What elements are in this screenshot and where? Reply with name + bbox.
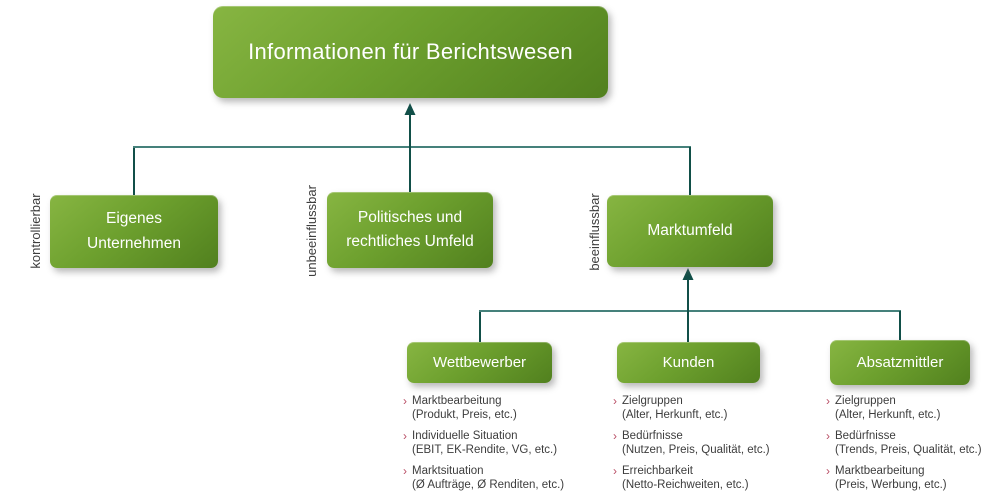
chevron-bullet-icon: › — [613, 464, 617, 478]
list-item-detail: (EBIT, EK-Rendite, VG, etc.) — [412, 444, 558, 456]
node-eigenes-unternehmen: Eigenes Unternehmen — [50, 195, 218, 268]
list-item-detail: (Alter, Herkunft, etc.) — [622, 409, 728, 421]
arrow-up-top-icon — [404, 103, 416, 115]
list-item-title: Marktsituation — [412, 465, 484, 477]
list-item-title: Zielgruppen — [835, 395, 896, 407]
side-label-kontrollierbar: kontrollierbar — [27, 193, 43, 269]
chevron-bullet-icon: › — [826, 464, 830, 478]
chevron-bullet-icon: › — [613, 394, 617, 408]
list-item: › Marktbearbeitung (Preis, Werbung, etc.… — [826, 464, 1000, 492]
node-wettbewerber: Wettbewerber — [407, 342, 552, 383]
list-item-detail: (Trends, Preis, Qualität, etc.) — [835, 444, 982, 456]
chevron-bullet-icon: › — [826, 429, 830, 443]
chevron-bullet-icon: › — [403, 429, 407, 443]
list-item: › Zielgruppen (Alter, Herkunft, etc.) — [613, 394, 788, 422]
list-item-detail: (Preis, Werbung, etc.) — [835, 479, 947, 491]
list-item-detail: (Nutzen, Preis, Qualität, etc.) — [622, 444, 770, 456]
chevron-bullet-icon: › — [403, 464, 407, 478]
list-item-title: Individuelle Situation — [412, 430, 518, 442]
list-item: › Zielgruppen (Alter, Herkunft, etc.) — [826, 394, 1000, 422]
list-item-title: Bedürfnisse — [835, 430, 896, 442]
node-absatzmittler: Absatzmittler — [830, 340, 970, 385]
node-marktumfeld: Marktumfeld — [607, 195, 773, 267]
list-item-detail: (Netto-Reichweiten, etc.) — [622, 479, 749, 491]
list-kunden: › Zielgruppen (Alter, Herkunft, etc.) › … — [613, 394, 788, 499]
list-absatzmittler: › Zielgruppen (Alter, Herkunft, etc.) › … — [826, 394, 1000, 499]
list-item-title: Erreichbarkeit — [622, 465, 693, 477]
list-item: › Bedürfnisse (Nutzen, Preis, Qualität, … — [613, 429, 788, 457]
list-item-title: Marktbearbeitung — [412, 395, 502, 407]
list-item: › Erreichbarkeit (Netto-Reichweiten, etc… — [613, 464, 788, 492]
node-politisches-rechtliches-umfeld: Politisches und rechtliches Umfeld — [327, 192, 493, 268]
chevron-bullet-icon: › — [613, 429, 617, 443]
node-kunden: Kunden — [617, 342, 760, 383]
list-item-title: Marktbearbeitung — [835, 465, 925, 477]
list-item: › Marktbearbeitung (Produkt, Preis, etc.… — [403, 394, 578, 422]
list-item: › Individuelle Situation (EBIT, EK-Rendi… — [403, 429, 578, 457]
chevron-bullet-icon: › — [826, 394, 830, 408]
list-item-title: Bedürfnisse — [622, 430, 683, 442]
side-label-beeinflussbar: beeinflussbar — [586, 193, 602, 271]
arrow-up-bottom-icon — [682, 268, 694, 280]
side-label-unbeeinflussbar: unbeeinflussbar — [303, 185, 319, 277]
chevron-bullet-icon: › — [403, 394, 407, 408]
list-item-title: Zielgruppen — [622, 395, 683, 407]
list-item: › Marktsituation (Ø Aufträge, Ø Renditen… — [403, 464, 578, 492]
list-item: › Bedürfnisse (Trends, Preis, Qualität, … — [826, 429, 1000, 457]
list-item-detail: (Ø Aufträge, Ø Renditen, etc.) — [412, 479, 565, 491]
list-item-detail: (Alter, Herkunft, etc.) — [835, 409, 941, 421]
list-wettbewerber: › Marktbearbeitung (Produkt, Preis, etc.… — [403, 394, 578, 499]
node-informationen-fuer-berichtswesen: Informationen für Berichtswesen — [213, 6, 608, 98]
list-item-detail: (Produkt, Preis, etc.) — [412, 409, 517, 421]
